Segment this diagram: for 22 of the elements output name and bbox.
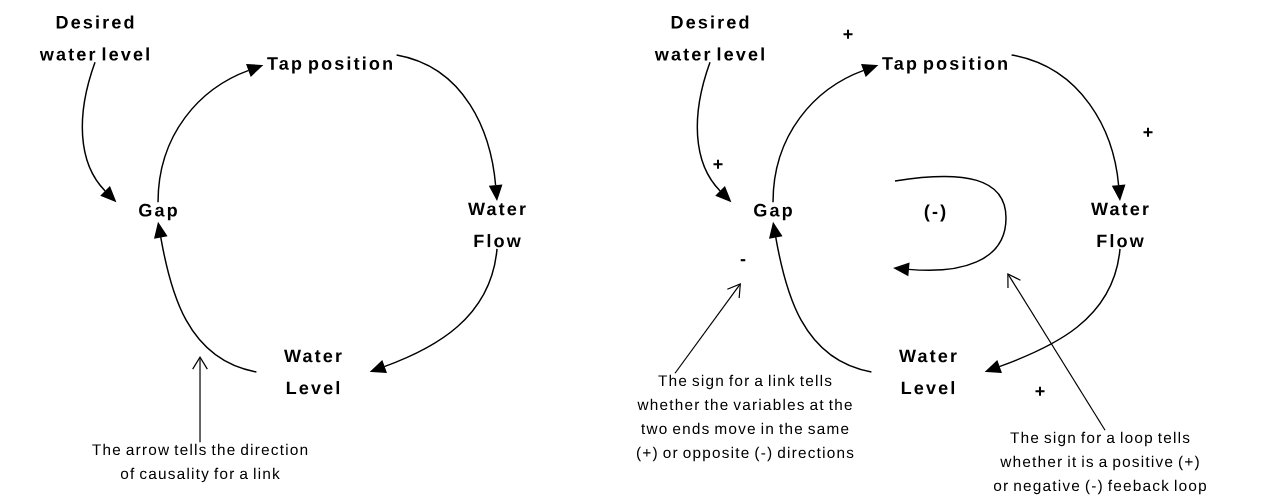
note-text: The sign for a link tells whether the variables at the two ends move in the same (+) or opposite (-) directions [637,374,854,462]
variable-label: Water Level [284,349,342,395]
variable-label: Water Level [899,349,957,395]
note-text: The arrow tells the direction of causality for a link [92,443,308,483]
variable-label: Water Flow [468,202,526,248]
loop-sign: (-) [924,204,946,222]
polarity-sign: - [738,257,748,267]
leader-line [674,283,741,374]
variable-label: Water Flow [1091,202,1149,248]
variable-label: Gap [754,203,792,221]
variable-label: Desired water level [654,15,764,61]
polarity-sign: + [1141,126,1155,140]
variable-label: Gap [139,203,177,221]
variable-label: Tap position [882,56,1007,74]
polarity-sign: + [711,158,725,172]
variable-label: Desired water level [39,15,149,61]
polarity-sign: + [841,28,855,42]
polarity-sign: + [1033,385,1047,399]
leader-line [1007,272,1106,431]
variable-label: Tap position [267,56,392,74]
note-text: The sign for a loop tells whether it is a positive (+) or negative (-) feeback loop [993,431,1206,495]
leader-line [192,356,208,443]
